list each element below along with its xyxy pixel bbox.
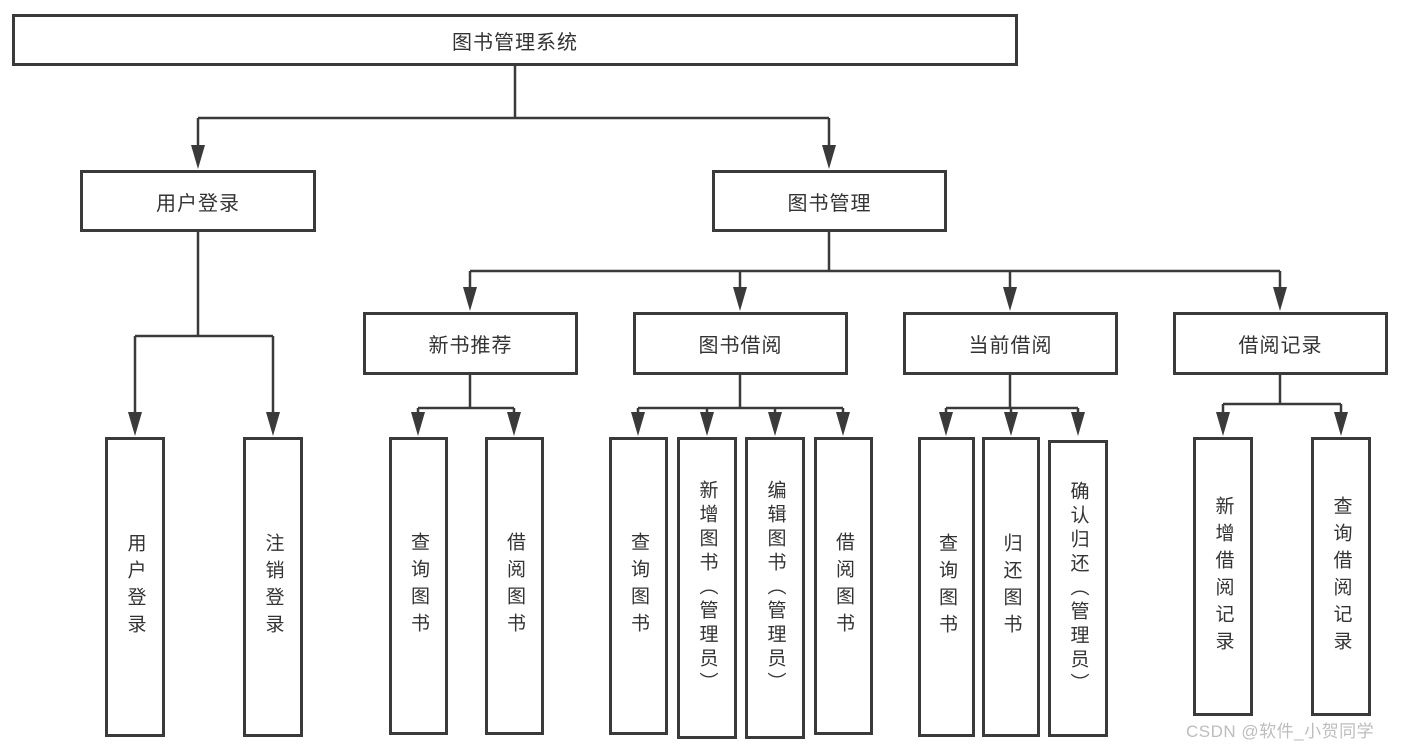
node-book-borrow: 图书借阅 (633, 312, 848, 375)
node-root-label: 图书管理系统 (452, 31, 578, 54)
node-label: 借阅记录 (1238, 335, 1323, 357)
leaf-add-book-admin: 新增图书（管理员） (677, 437, 737, 739)
node-label: 图书管理 (787, 192, 872, 215)
node-current-borrow: 当前借阅 (903, 312, 1118, 375)
leaf-query-books-3: 查询图书 (918, 437, 975, 737)
leaf-label: 注销登录 (262, 533, 284, 641)
leaf-query-books-1: 查询图书 (389, 437, 448, 735)
leaf-borrow-books-1: 借阅图书 (485, 437, 544, 735)
node-label: 新书推荐 (428, 335, 513, 357)
leaf-label: 查询图书 (408, 532, 429, 640)
node-new-book-recommend: 新书推荐 (363, 312, 578, 375)
node-book-management-branch: 图书管理 (712, 170, 947, 232)
leaf-confirm-return-admin: 确认归还（管理员） (1048, 440, 1108, 737)
leaf-label: 归还图书 (1000, 533, 1022, 641)
leaf-label: 查询图书 (628, 532, 649, 640)
leaf-user-login: 用户登录 (105, 437, 165, 737)
leaf-return-books: 归还图书 (982, 437, 1040, 737)
node-borrow-records: 借阅记录 (1173, 312, 1388, 375)
leaf-label: 借阅图书 (504, 532, 525, 640)
leaf-logout: 注销登录 (243, 437, 303, 737)
watermark: CSDN @软件_小贺同学 (1186, 722, 1375, 741)
node-root: 图书管理系统 (12, 14, 1018, 66)
leaf-label: 编辑图书（管理员） (764, 480, 786, 696)
leaf-add-borrow-record: 新增借阅记录 (1193, 437, 1253, 716)
leaf-label: 查询图书 (936, 533, 957, 641)
leaf-query-borrow-record: 查询借阅记录 (1311, 437, 1371, 716)
node-label: 图书借阅 (698, 335, 783, 357)
node-label: 用户登录 (156, 192, 240, 215)
leaf-label: 查询借阅记录 (1330, 495, 1352, 658)
leaf-label: 确认归还（管理员） (1067, 480, 1089, 697)
leaf-borrow-books-2: 借阅图书 (814, 437, 873, 735)
node-user-login-branch: 用户登录 (80, 170, 316, 232)
leaf-label: 新增借阅记录 (1212, 495, 1234, 658)
leaf-query-books-2: 查询图书 (609, 437, 668, 735)
leaf-label: 借阅图书 (833, 532, 854, 640)
leaf-edit-book-admin: 编辑图书（管理员） (745, 437, 805, 739)
node-label: 当前借阅 (968, 335, 1053, 357)
leaf-label: 新增图书（管理员） (696, 480, 718, 696)
leaf-label: 用户登录 (124, 533, 146, 641)
